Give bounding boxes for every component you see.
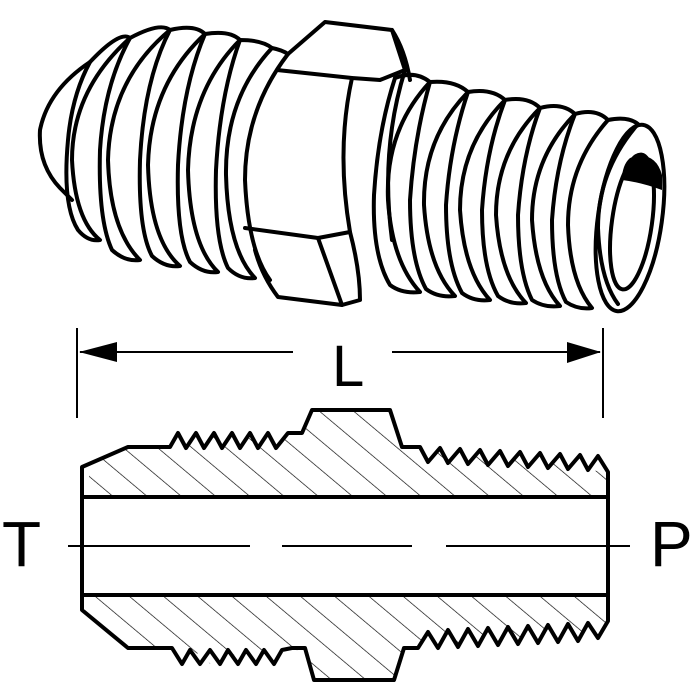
flare-nose xyxy=(37,60,92,202)
arrowhead-left-icon xyxy=(79,342,117,362)
arrowhead-right-icon xyxy=(567,342,601,363)
dimension-L xyxy=(76,328,604,418)
lower-profile xyxy=(80,594,610,682)
end-label-P: P xyxy=(650,508,693,580)
upper-profile xyxy=(80,408,610,497)
pipe-opening xyxy=(593,122,667,314)
hex-nut xyxy=(243,20,412,307)
isometric-view xyxy=(37,20,667,314)
bore-shadow xyxy=(622,156,662,190)
dimension-label-L: L xyxy=(332,334,365,399)
pipe-threads xyxy=(371,72,640,311)
end-label-T: T xyxy=(2,508,42,580)
section-view xyxy=(68,408,630,682)
flare-threads xyxy=(64,25,290,282)
